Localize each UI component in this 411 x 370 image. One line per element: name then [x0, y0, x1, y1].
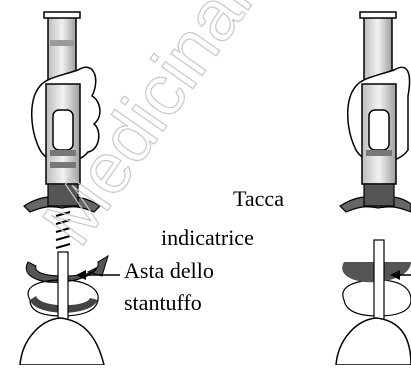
tacca-label-line1: Tacca [233, 186, 284, 212]
asta-label-line1: Asta dello [124, 258, 214, 284]
left-pen [20, 12, 120, 365]
tacca-label-line2: indicatrice [161, 225, 254, 251]
asta-label-line2: stantuffo [124, 290, 202, 316]
right-pen [336, 12, 411, 365]
left-lower-hand [20, 318, 104, 365]
